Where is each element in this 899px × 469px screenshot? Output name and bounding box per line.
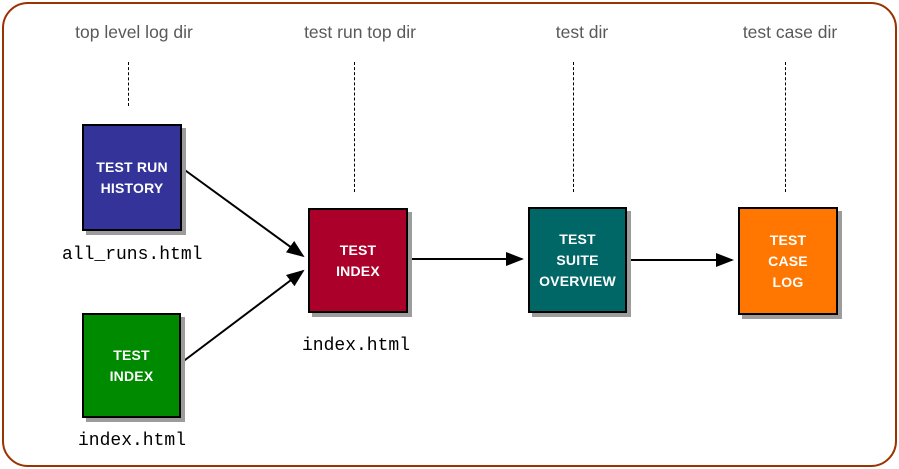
node-label-line: OVERVIEW: [539, 272, 616, 289]
edge-history-to-index: [181, 167, 305, 258]
file-label-index-html-run: index.html: [302, 336, 411, 356]
column-header-test-run-top-dir: test run top dir: [304, 22, 416, 42]
dashed-line-test-run-top-dir: [354, 62, 355, 192]
node-test-run-history: TEST RUN HISTORY: [82, 124, 182, 231]
dashed-line-test-dir: [573, 62, 574, 192]
column-header-test-case-dir: test case dir: [742, 22, 838, 42]
edge-index-to-index: [180, 269, 305, 364]
node-label-line: INDEX: [336, 262, 380, 279]
node-label-line: TEST: [113, 346, 150, 363]
node-label-line: INDEX: [109, 367, 154, 384]
node-label-line: TEST: [559, 230, 596, 247]
dashed-line-test-case-dir: [785, 62, 786, 192]
node-test-suite-overview: TEST SUITE OVERVIEW: [528, 207, 627, 313]
node-label-line: TEST: [339, 241, 377, 258]
node-label-line: HISTORY: [100, 179, 164, 196]
node-label-line: LOG: [772, 273, 804, 290]
node-label-line: CASE: [768, 252, 808, 269]
node-test-index-run: TEST INDEX: [308, 208, 408, 313]
column-header-top-level-log-dir: top level log dir: [75, 22, 193, 42]
node-label-line: SUITE: [556, 251, 599, 268]
node-test-index-toplevel: TEST INDEX: [82, 313, 181, 418]
node-label-line: TEST RUN: [96, 158, 168, 175]
file-label-all-runs-html: all_runs.html: [62, 245, 203, 265]
dashed-line-top-level-log-dir: [128, 62, 129, 106]
node-test-case-log: TEST CASE LOG: [738, 207, 838, 315]
node-label-line: TEST: [769, 231, 807, 248]
column-header-test-dir: test dir: [555, 22, 609, 42]
file-label-index-html-toplevel: index.html: [78, 431, 187, 451]
